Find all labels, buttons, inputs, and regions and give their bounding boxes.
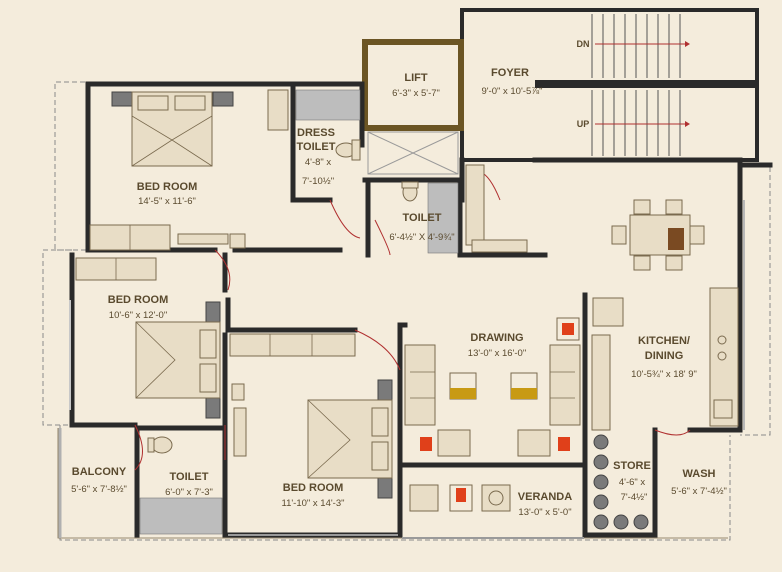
kitchen-counter [591,287,739,431]
dress-toilet-dim-1: 4'-8" x [305,157,332,168]
shower-areas [139,89,459,535]
lift-dim: 6'-3" x 5'-7" [392,88,440,99]
bed-room-2-dim: 10'-6" x 12'-0" [109,310,167,321]
center-toilet-fixtures [401,181,419,202]
drawing-dim: 13'-0" x 16'-0" [468,348,526,359]
bed-room-3-furniture [229,333,393,499]
dress-toilet-name-1: DRESS [297,127,335,139]
wash-name: WASH [683,468,716,480]
bed-room-2-name: BED ROOM [108,294,169,306]
drawing-room-furniture [404,297,624,457]
walls [69,81,773,538]
foyer-furniture [465,164,528,253]
veranda-dim: 13'-0" x 5'-0" [518,507,571,518]
drawing-name: DRAWING [470,332,523,344]
store-name: STORE [613,460,651,472]
doors [134,171,691,471]
stair-up-label: UP [577,119,590,129]
wash-dim: 5'-6" x 7'-4½" [671,486,727,497]
kitchen-dining-name-2: DINING [645,350,684,362]
bed-room-1-furniture [89,89,289,251]
stair-down-label: DN [577,39,590,49]
room-labels: BED ROOM 14'-5" x 11'-6" DRESS TOILET 4'… [71,67,727,518]
bed-room-1-dim: 14'-5" x 11'-6" [138,196,196,207]
dress-toilet-dim-2: 7'-10½" [302,176,334,187]
kitchen-dining-name-1: KITCHEN/ [638,335,690,347]
kitchen-dining-dim: 10'-5¾" x 18' 9" [631,369,697,380]
store-dim-1: 4'-6" x [619,477,646,488]
toilet-center-name: TOILET [403,212,442,224]
staircase: DN UP [460,8,759,162]
dining-table-set [611,199,705,271]
dress-toilet-fixtures [335,139,361,161]
store-dim-2: 7'-4½" [621,492,648,503]
toilet-center-dim: 6'-4½" X 4'-9¾" [389,232,454,243]
store-shelves [593,434,649,530]
dress-toilet-name-2: TOILET [297,141,336,153]
veranda-name: VERANDA [518,491,572,503]
lift-lobby-cross [367,131,459,175]
lift-shaft [362,39,464,131]
foyer-name: FOYER [491,67,529,79]
toilet-bottom-name: TOILET [170,471,209,483]
railings [58,200,745,539]
toilet-bottom-fixtures [147,436,173,454]
veranda-furniture [409,484,511,512]
lift-name: LIFT [404,72,427,84]
toilet-bottom-dim: 6'-0" x 7'-3" [165,487,213,498]
foyer-dim: 9'-0" x 10'-5⅞" [481,86,542,97]
bed-room-3-name: BED ROOM [283,482,344,494]
bed-room-3-dim: 11'-10" x 14'-3" [281,498,344,509]
bed-room-2-furniture [75,257,221,419]
balcony-dim: 5'-6" x 7'-8½" [71,484,127,495]
bed-room-1-name: BED ROOM [137,181,198,193]
balcony-name: BALCONY [72,466,127,478]
